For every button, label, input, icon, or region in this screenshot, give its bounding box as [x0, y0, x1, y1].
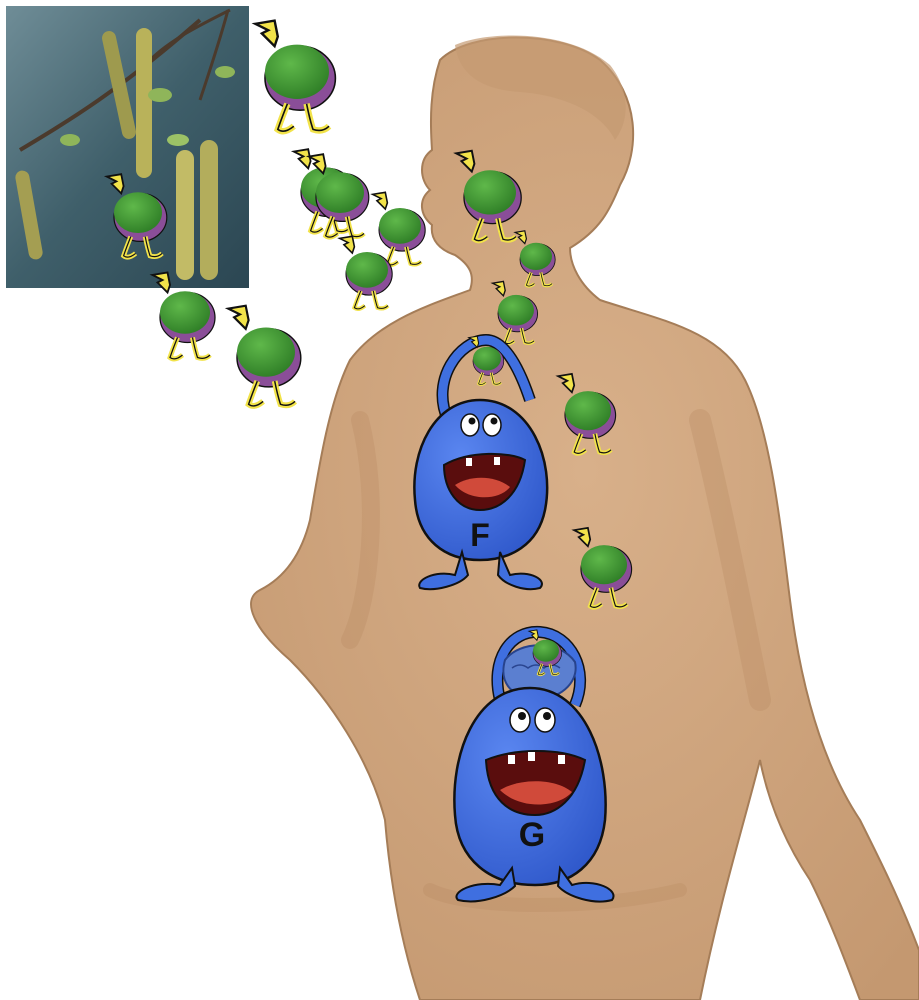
pollen-grain-character-icon — [228, 306, 300, 406]
monster-letter-f: F — [470, 517, 490, 553]
pollen-grain-character-icon — [255, 21, 335, 132]
pollen-grain-character-icon — [340, 236, 393, 309]
monster-letter-g: G — [519, 816, 545, 854]
pollen-grain-character-icon — [373, 192, 426, 265]
pollen-grain-character-icon — [309, 154, 369, 237]
